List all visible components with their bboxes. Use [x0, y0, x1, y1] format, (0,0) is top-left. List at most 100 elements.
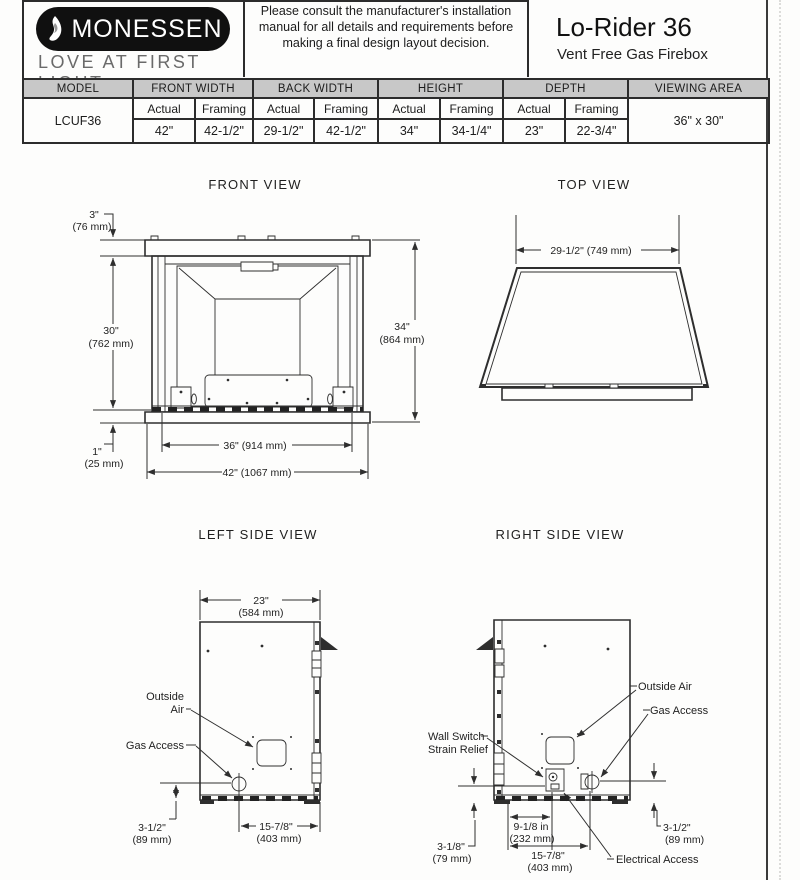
col-header-depth: DEPTH: [502, 78, 630, 99]
model-value: LCUF36: [22, 97, 134, 144]
top-view-body: [480, 268, 708, 387]
right-wall-switch-label-2: Strain Relief: [428, 744, 489, 756]
top-view-drawing: TOP VIEW 29-1/2" (749 mm): [480, 177, 708, 400]
svg-text:(79 mm): (79 mm): [432, 853, 471, 865]
sub-header-framing: Framing: [439, 97, 505, 120]
right-side-view-title: RIGHT SIDE VIEW: [496, 527, 625, 542]
svg-text:9-1/8 in: 9-1/8 in: [513, 821, 548, 833]
svg-text:23": 23": [253, 595, 269, 607]
front-dim-top-offset: 3" (76 mm): [72, 209, 145, 240]
technical-drawings: FRONT VIEW: [72, 177, 800, 874]
spec-table: MODEL FRONT WIDTH BACK WIDTH HEIGHT DEPT…: [22, 78, 771, 144]
left-outside-air-label-2: Air: [171, 704, 185, 716]
brand-logo: MONESSEN: [36, 7, 230, 51]
sub-header-actual: Actual: [377, 97, 442, 120]
header-top-border: [22, 0, 528, 2]
svg-text:34": 34": [394, 321, 410, 333]
front-width-framing: 42-1/2": [193, 118, 255, 144]
left-cabinet-outline: [200, 622, 320, 800]
flame-icon: [43, 15, 65, 43]
right-dim-gas-height: 3-1/2" (89 mm): [650, 763, 704, 846]
header-left-border: [22, 0, 24, 137]
svg-text:(89 mm): (89 mm): [665, 834, 704, 846]
front-top-band: [145, 240, 370, 256]
back-width-actual: 29-1/2": [252, 118, 316, 144]
sub-header-framing: Framing: [564, 97, 630, 120]
right-wall-switch-label: Wall Switch: [428, 731, 484, 743]
right-dim-gas-setback: 15-7/8" (403 mm): [509, 791, 590, 874]
right-outside-air-label: Outside Air: [638, 681, 692, 693]
col-header-back-width: BACK WIDTH: [252, 78, 380, 99]
page-right-border: [766, 0, 768, 880]
sub-header-framing: Framing: [313, 97, 380, 120]
svg-text:3-1/8": 3-1/8": [437, 841, 465, 853]
svg-text:36" (914 mm): 36" (914 mm): [223, 440, 286, 452]
left-dim-depth: 23" (584 mm): [200, 590, 320, 620]
front-view-drawing: FRONT VIEW: [72, 177, 426, 479]
depth-framing: 22-3/4": [564, 118, 630, 144]
right-nailing-flange: [476, 637, 493, 650]
right-side-view-drawing: RIGHT SIDE VIEW: [428, 527, 709, 874]
front-dim-bottom-offset: 1" (25 mm): [84, 423, 145, 470]
left-outside-air-opening: [257, 740, 286, 766]
svg-text:15-7/8": 15-7/8": [259, 821, 293, 833]
left-side-view-drawing: LEFT SIDE VIEW 23" (584 mm): [126, 527, 338, 846]
svg-text:(584 mm): (584 mm): [239, 607, 284, 619]
header-divider-1: [243, 0, 245, 77]
right-dim-wall-switch-height: 3-1/8" (79 mm): [432, 768, 478, 865]
front-view-title: FRONT VIEW: [208, 177, 301, 192]
front-dim-overall-width: 42" (1067 mm): [147, 424, 368, 479]
front-dim-overall-height: 34" (864 mm): [372, 240, 426, 422]
right-dim-wall-switch-setback: 9-1/8 in (232 mm): [508, 792, 554, 850]
svg-text:42" (1067 mm): 42" (1067 mm): [222, 467, 291, 479]
disclaimer-text: Please consult the manufacturer's instal…: [258, 4, 514, 50]
depth-actual: 23": [502, 118, 567, 144]
svg-text:(232 mm): (232 mm): [510, 833, 555, 845]
col-header-model: MODEL: [22, 78, 134, 99]
sub-header-framing: Framing: [193, 97, 255, 120]
viewing-area-value: 36" x 30": [627, 97, 771, 144]
right-electrical-box: [546, 769, 564, 791]
sub-header-actual: Actual: [252, 97, 316, 120]
svg-text:29-1/2" (749 mm): 29-1/2" (749 mm): [550, 245, 631, 257]
front-base-plate: [145, 412, 370, 423]
svg-text:3": 3": [89, 209, 99, 221]
left-dim-gas-setback: 15-7/8" (403 mm): [239, 795, 320, 845]
left-nailing-flange: [321, 637, 338, 650]
top-dim-back-width: 29-1/2" (749 mm): [516, 215, 679, 264]
svg-text:(762 mm): (762 mm): [89, 338, 134, 350]
svg-text:30": 30": [103, 325, 119, 337]
top-view-front-edge: [502, 388, 692, 400]
left-dim-gas-height: 3-1/2" (89 mm): [132, 783, 231, 846]
front-width-actual: 42": [132, 118, 196, 144]
col-header-front-width: FRONT WIDTH: [131, 78, 255, 99]
front-access-panel: [205, 375, 312, 407]
header-divider-2: [527, 0, 529, 77]
height-framing: 34-1/4": [439, 118, 505, 144]
col-header-height: HEIGHT: [377, 78, 505, 99]
col-header-viewing-area: VIEWING AREA: [627, 78, 771, 99]
svg-text:(76 mm): (76 mm): [72, 221, 111, 233]
svg-text:(25 mm): (25 mm): [84, 458, 123, 470]
left-outside-air-label: Outside: [146, 691, 184, 703]
svg-text:(403 mm): (403 mm): [528, 862, 573, 874]
front-dim-opening-width: 36" (914 mm): [162, 413, 352, 452]
right-gas-access-label: Gas Access: [650, 705, 709, 717]
left-side-view-title: LEFT SIDE VIEW: [198, 527, 317, 542]
svg-text:3-1/2": 3-1/2": [138, 822, 166, 834]
product-subtitle: Vent Free Gas Firebox: [557, 46, 708, 63]
svg-text:(403 mm): (403 mm): [257, 833, 302, 845]
right-outside-air-opening: [546, 737, 574, 764]
right-electrical-access-label: Electrical Access: [616, 854, 699, 866]
left-gas-access-label: Gas Access: [126, 740, 185, 752]
svg-text:1": 1": [92, 446, 102, 458]
sub-header-actual: Actual: [132, 97, 196, 120]
sub-header-actual: Actual: [502, 97, 567, 120]
brand-name: MONESSEN: [71, 14, 223, 43]
product-title: Lo-Rider 36: [556, 12, 692, 42]
svg-text:3-1/2": 3-1/2": [663, 822, 691, 834]
svg-text:(89 mm): (89 mm): [132, 834, 171, 846]
top-view-title: TOP VIEW: [558, 177, 631, 192]
front-dim-opening-height: 30" (762 mm): [89, 256, 151, 410]
